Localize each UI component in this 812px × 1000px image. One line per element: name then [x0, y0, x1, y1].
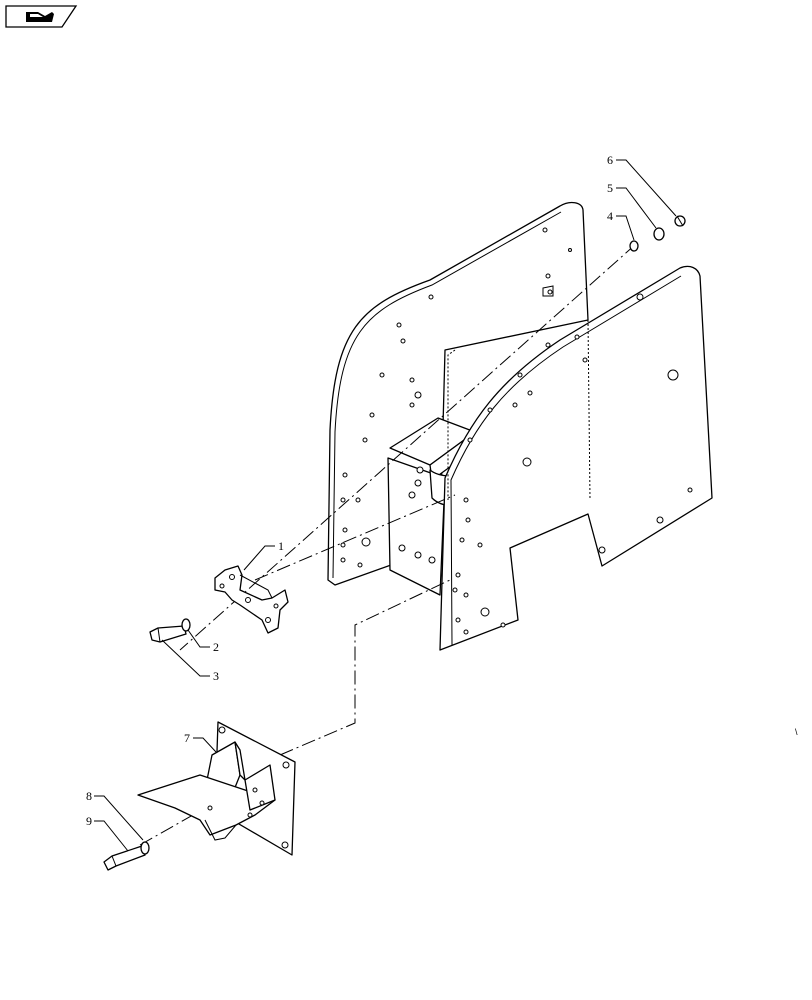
- callout-label-5: 5: [607, 181, 613, 195]
- part-1-bracket: [214, 565, 289, 634]
- corner-mark: \: [795, 727, 798, 737]
- book-return-icon: [26, 12, 54, 22]
- callout-label-4: 4: [607, 209, 613, 223]
- nav-return-button[interactable]: [5, 5, 78, 28]
- rear-panel-holes: [340, 227, 572, 568]
- assembly-centerlines: [139, 243, 637, 846]
- part-8-washer: [140, 841, 150, 855]
- part-2-washer: [181, 618, 191, 632]
- callout-label-9: 9: [86, 814, 92, 828]
- callout-label-3: 3: [213, 669, 219, 683]
- part-6-nut: [674, 215, 686, 227]
- callout-leaders: [94, 159, 677, 852]
- callout-label-1: 1: [278, 539, 284, 553]
- front-side-panel: [439, 265, 713, 651]
- part-9-bolt: [103, 845, 146, 871]
- part-4-nut: [629, 240, 639, 252]
- callout-label-8: 8: [86, 789, 92, 803]
- part-3-bolt: [149, 625, 187, 643]
- callout-label-7: 7: [184, 731, 190, 745]
- callout-label-2: 2: [213, 640, 219, 654]
- part-5-washer: [653, 227, 665, 241]
- callout-labels: 1 2 3 4 5 6 7 8 9: [86, 153, 613, 828]
- callout-label-6: 6: [607, 153, 613, 167]
- part-7-mount-plate: [137, 721, 296, 856]
